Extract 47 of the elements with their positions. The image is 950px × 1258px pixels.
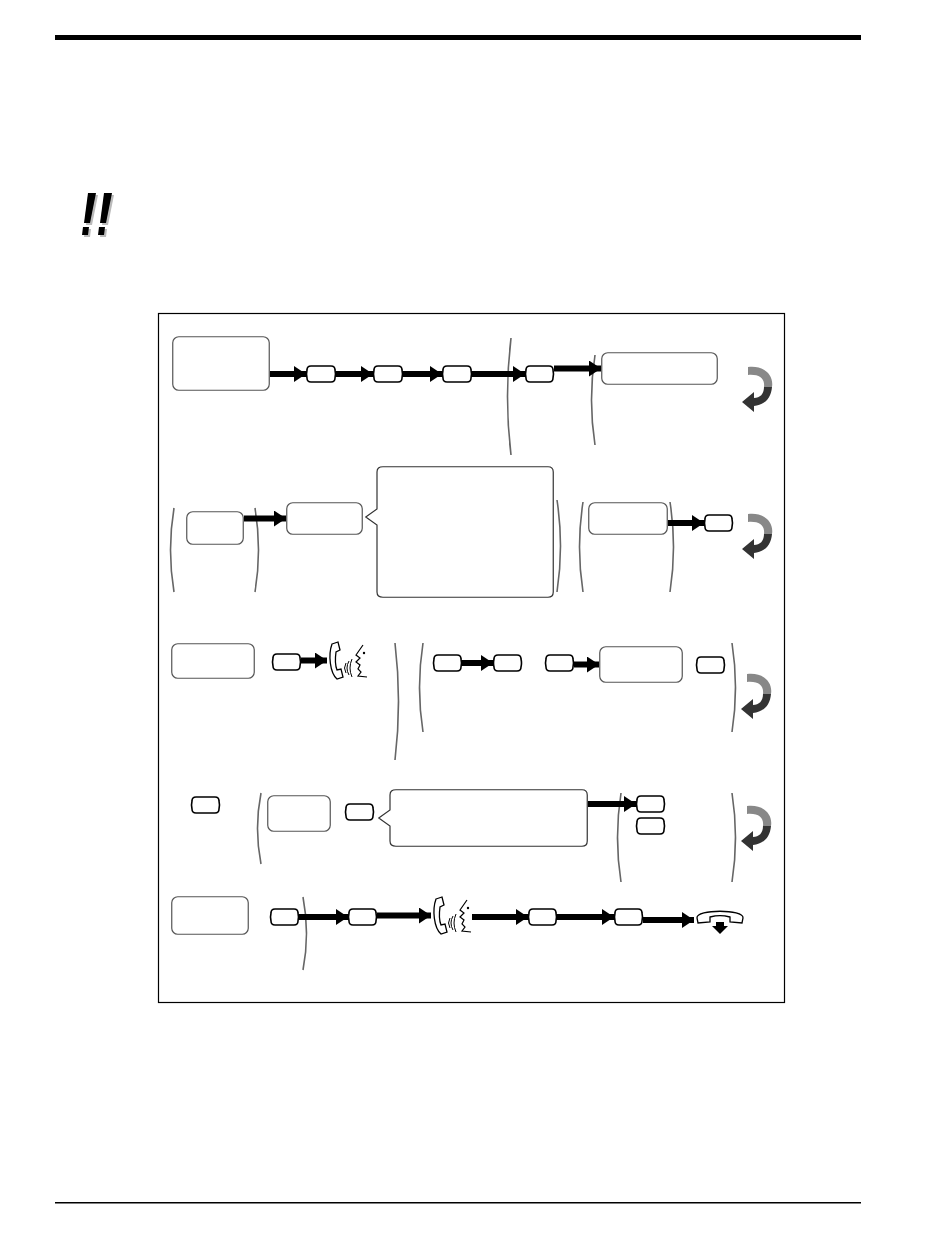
arrow <box>588 796 636 812</box>
key-button <box>272 653 301 671</box>
display-box <box>601 352 718 385</box>
arrow <box>270 366 306 382</box>
key-button <box>528 908 557 926</box>
key-button <box>545 654 574 672</box>
key-button <box>433 654 462 672</box>
key-button <box>704 514 733 532</box>
key-button <box>345 803 374 821</box>
arrow <box>557 909 614 925</box>
display-box <box>599 646 683 683</box>
key-button <box>614 908 643 926</box>
key-button <box>306 365 336 383</box>
speech-callout <box>378 789 588 847</box>
arrow <box>377 907 431 924</box>
display-box <box>267 795 331 832</box>
handset-speaking-icon <box>431 896 472 935</box>
arrow <box>668 515 704 531</box>
display-box <box>286 502 363 535</box>
arrow <box>403 366 442 382</box>
key-button <box>270 908 299 926</box>
key-button <box>636 817 665 835</box>
key-button <box>348 908 377 926</box>
key-button <box>493 654 522 672</box>
arrow <box>244 510 286 527</box>
arrow <box>301 652 327 669</box>
arrow <box>336 366 373 382</box>
arrow <box>554 360 601 377</box>
arrow <box>472 909 528 925</box>
key-button <box>636 795 665 813</box>
key-button <box>373 365 403 383</box>
arrow <box>462 655 493 671</box>
arrow <box>574 656 599 673</box>
arrow <box>299 909 348 925</box>
arrow <box>643 912 694 928</box>
handset-speaking-icon <box>327 641 369 680</box>
key-button <box>525 365 554 383</box>
display-box <box>186 511 244 545</box>
key-button <box>191 796 220 814</box>
display-box <box>171 896 249 935</box>
arrow <box>472 366 525 382</box>
display-box <box>171 643 255 679</box>
key-button <box>442 365 472 383</box>
display-box <box>588 502 668 535</box>
display-box <box>172 336 270 391</box>
speech-callout <box>365 466 554 598</box>
key-button <box>696 656 725 674</box>
